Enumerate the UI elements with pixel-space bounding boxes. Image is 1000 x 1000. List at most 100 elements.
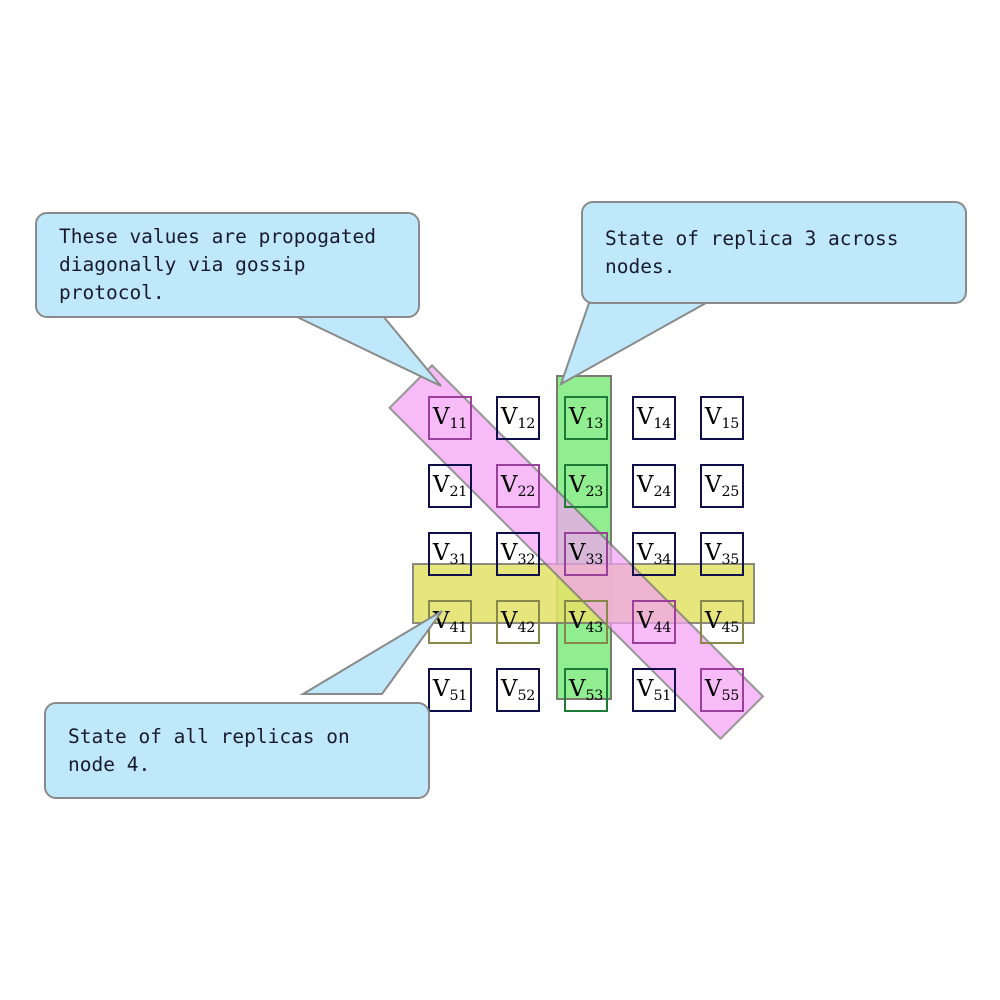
cell-value-symbol: V — [500, 539, 518, 566]
grid-cell-2-4[interactable]: V24 — [632, 464, 676, 508]
cell-value-subscript: 33 — [585, 551, 604, 568]
grid-cell-4-3[interactable]: V43 — [564, 600, 608, 644]
grid-cell-label: V44 — [636, 607, 671, 635]
grid-cell-3-4[interactable]: V34 — [632, 532, 676, 576]
grid-cell-label: V25 — [704, 471, 740, 500]
cell-value-subscript: 23 — [585, 483, 604, 500]
cell-value-symbol: V — [568, 539, 586, 566]
cell-value-symbol: V — [500, 675, 518, 702]
cell-value-subscript: 15 — [721, 415, 740, 432]
callout-node-note[interactable]: State of all replicas on node 4. — [44, 702, 430, 799]
cell-value-symbol: V — [704, 539, 722, 566]
cell-value-subscript: 42 — [517, 619, 536, 636]
cell-value-subscript: 34 — [653, 551, 672, 568]
cell-value-symbol: V — [636, 539, 654, 566]
cell-value-subscript: 22 — [517, 483, 536, 500]
cell-value-subscript: 24 — [653, 483, 672, 500]
grid-cell-3-2[interactable]: V32 — [496, 532, 540, 576]
grid-cell-1-3[interactable]: V13 — [564, 396, 608, 440]
grid-cell-1-2[interactable]: V12 — [496, 396, 540, 440]
cell-value-subscript: 51 — [449, 687, 468, 704]
cell-value-symbol: V — [636, 607, 654, 634]
callout-gossip-note-text: These values are propogated diagonally v… — [59, 225, 376, 304]
grid-cell-label: V21 — [432, 471, 468, 500]
grid-cell-3-5[interactable]: V35 — [700, 532, 744, 576]
cell-value-subscript: 52 — [517, 687, 536, 704]
cell-value-symbol: V — [704, 675, 722, 702]
cell-value-subscript: 43 — [585, 619, 604, 636]
cell-value-subscript: 21 — [449, 483, 468, 500]
grid-cell-2-3[interactable]: V23 — [564, 464, 608, 508]
cell-value-symbol: V — [568, 471, 586, 498]
callout-gossip-note[interactable]: These values are propogated diagonally v… — [35, 212, 420, 318]
grid-cell-label: V32 — [500, 539, 536, 568]
grid-cell-label: V35 — [704, 539, 740, 568]
grid-cell-2-1[interactable]: V21 — [428, 464, 472, 508]
cell-value-symbol: V — [432, 403, 450, 430]
cell-value-subscript: 14 — [653, 415, 672, 432]
cell-value-symbol: V — [704, 471, 722, 498]
grid-cell-label: V51 — [636, 675, 671, 703]
grid-cell-5-5[interactable]: V55 — [700, 668, 744, 712]
cell-value-subscript: 45 — [721, 619, 740, 636]
grid-cell-label: V12 — [500, 403, 536, 432]
grid-cell-label: V14 — [636, 403, 672, 432]
cell-value-subscript: 25 — [721, 483, 740, 500]
grid-cell-5-3[interactable]: V53 — [564, 668, 608, 712]
cell-value-symbol: V — [636, 403, 654, 430]
grid-cell-2-5[interactable]: V25 — [700, 464, 744, 508]
grid-cell-1-4[interactable]: V14 — [632, 396, 676, 440]
cell-value-subscript: 41 — [449, 619, 468, 636]
grid-cell-3-3[interactable]: V33 — [564, 532, 608, 576]
grid-cell-label: V23 — [568, 471, 604, 500]
cell-value-subscript: 13 — [585, 415, 604, 432]
grid-cell-label: V24 — [636, 471, 672, 500]
callout-node-note-text: State of all replicas on node 4. — [68, 724, 350, 776]
cell-value-subscript: 53 — [585, 687, 604, 704]
grid-cell-2-2[interactable]: V22 — [496, 464, 540, 508]
cell-value-symbol: V — [568, 675, 586, 702]
grid-cell-label: V15 — [704, 403, 740, 432]
cell-value-subscript: 32 — [517, 551, 536, 568]
grid-cell-4-2[interactable]: V42 — [496, 600, 540, 644]
cell-value-symbol: V — [500, 471, 518, 498]
grid-cell-5-1[interactable]: V51 — [428, 668, 472, 712]
grid-cell-label: V13 — [569, 405, 604, 432]
cell-value-subscript: 12 — [517, 415, 536, 432]
grid-cell-5-2[interactable]: V52 — [496, 668, 540, 712]
grid-cell-label: V43 — [568, 607, 604, 636]
grid-cell-4-5[interactable]: V45 — [700, 600, 744, 644]
grid-cell-label: V34 — [636, 539, 672, 568]
cell-value-symbol: V — [636, 675, 654, 702]
grid-cell-label: V53 — [568, 675, 604, 704]
grid-cell-label: V31 — [432, 539, 468, 568]
cell-value-subscript: 11 — [449, 415, 468, 432]
grid-cell-label: V33 — [568, 539, 604, 568]
grid-cell-label: V55 — [704, 675, 740, 704]
grid-cell-4-4[interactable]: V44 — [632, 600, 676, 644]
cell-value-symbol: V — [636, 471, 654, 498]
cell-value-subscript: 35 — [721, 551, 740, 568]
cell-value-subscript: 31 — [449, 551, 468, 568]
grid-cell-1-1[interactable]: V11 — [428, 396, 472, 440]
callout-replica-note-text: State of replica 3 across nodes. — [605, 226, 899, 278]
grid-cell-label: V51 — [432, 675, 468, 704]
cell-value-symbol: V — [704, 403, 722, 430]
callout-replica-note[interactable]: State of replica 3 across nodes. — [581, 201, 967, 304]
grid-cell-5-4[interactable]: V51 — [632, 668, 676, 712]
grid-cell-label: V11 — [432, 403, 468, 432]
grid-cell-1-5[interactable]: V15 — [700, 396, 744, 440]
cell-value-symbol: V — [500, 607, 518, 634]
grid-cell-3-1[interactable]: V31 — [428, 532, 472, 576]
cell-value-symbol: V — [500, 403, 518, 430]
cell-value-symbol: V — [432, 539, 450, 566]
cell-value-subscript: 55 — [721, 687, 740, 704]
cell-value-symbol: V — [568, 607, 586, 634]
cell-value-symbol: V — [432, 471, 450, 498]
cell-value-symbol: V — [432, 675, 450, 702]
grid-cell-label: V52 — [500, 675, 536, 704]
grid-cell-label: V45 — [705, 609, 740, 636]
grid-cell-label: V22 — [500, 471, 536, 500]
